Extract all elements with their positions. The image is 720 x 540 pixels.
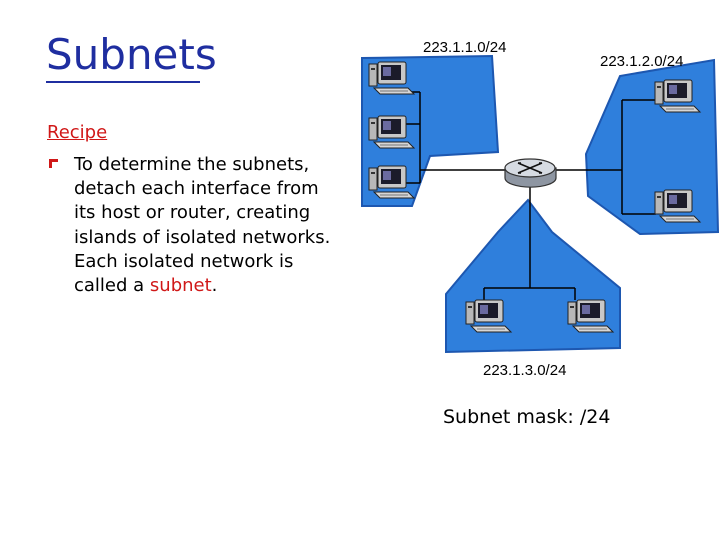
subnet-mask-caption: Subnet mask: /24 [443, 406, 611, 428]
bullet-text: To determine the subnets, detach each in… [74, 153, 344, 298]
bullet-tail: . [211, 275, 218, 297]
bullet-lead: To determine the subnets, detach each in… [74, 154, 331, 297]
subnet-label-3: 223.1.3.0/24 [483, 362, 567, 379]
subnet-2-region [584, 58, 720, 236]
subnet-label-2: 223.1.2.0/24 [600, 53, 684, 70]
subnet-term: subnet [149, 275, 212, 297]
subnet-label-1: 223.1.1.0/24 [423, 39, 507, 56]
title-underline [46, 81, 200, 83]
router-icon [504, 158, 557, 188]
recipe-heading: Recipe [47, 122, 108, 143]
bullet-icon [49, 159, 58, 168]
slide-title: Subnets [46, 30, 217, 79]
